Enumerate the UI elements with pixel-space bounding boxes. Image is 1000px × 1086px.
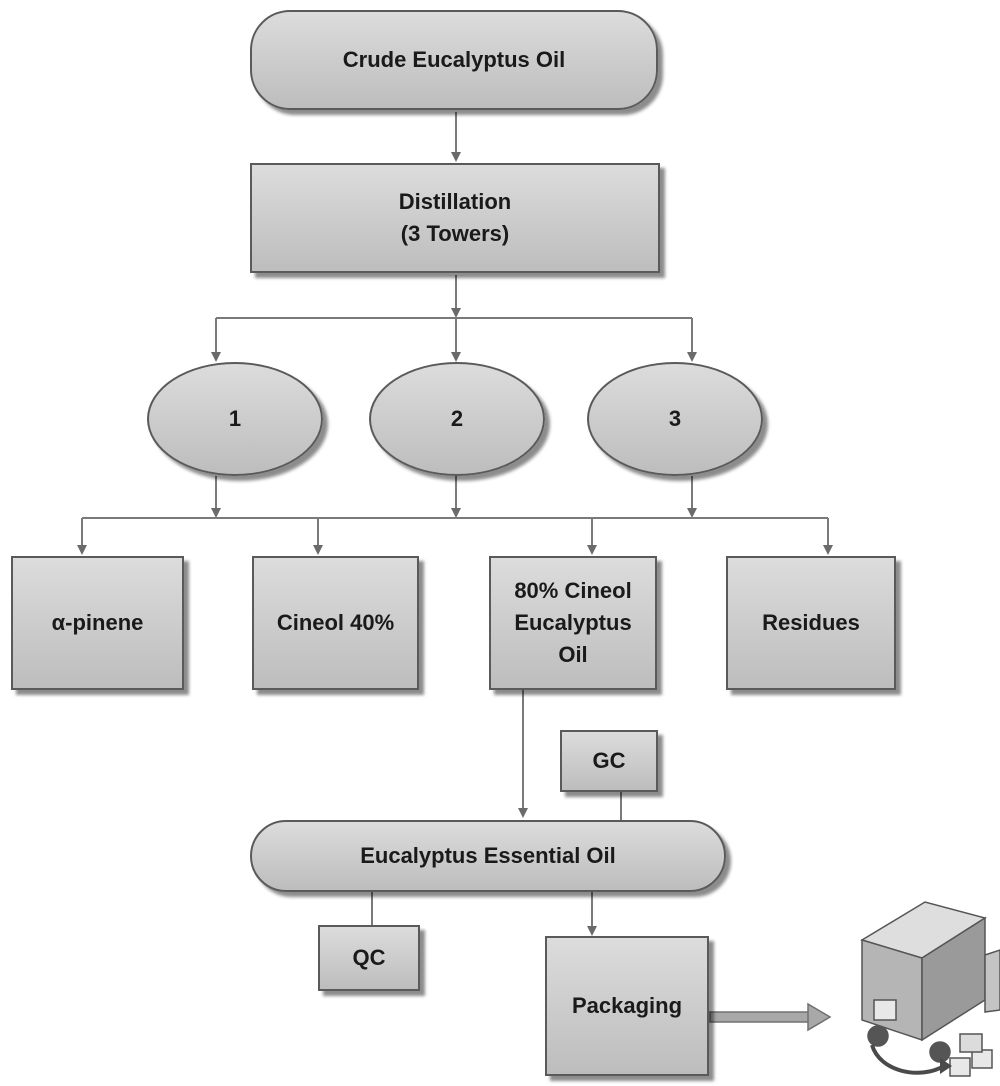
tower-2-node: 2 [369, 362, 545, 476]
alpha-pinene-node: α-pinene [11, 556, 184, 690]
tower-3-label: 3 [668, 406, 682, 432]
distillation-label: Distillation (3 Towers) [398, 189, 512, 246]
tower-1-label: 1 [228, 406, 242, 432]
tower-3-node: 3 [587, 362, 763, 476]
gc-label: GC [592, 748, 626, 774]
residues-label: Residues [762, 610, 860, 636]
gc-node: GC [560, 730, 658, 792]
qc-label: QC [352, 945, 386, 971]
distillation-node: Distillation (3 Towers) [250, 163, 660, 273]
cineol-80-label: 80% Cineol Eucalyptus Oil [514, 578, 632, 667]
arrow-packaging-to-delivery [709, 1002, 832, 1032]
cineol-40-node: Cineol 40% [252, 556, 419, 690]
packaging-node: Packaging [545, 936, 709, 1076]
qc-node: QC [318, 925, 420, 991]
essential-oil-label: Eucalyptus Essential Oil [360, 843, 616, 869]
tower-2-label: 2 [450, 406, 464, 432]
cineol-40-label: Cineol 40% [276, 610, 395, 636]
crude-oil-label: Crude Eucalyptus Oil [342, 47, 566, 73]
alpha-pinene-label: α-pinene [51, 610, 144, 636]
tower-1-node: 1 [147, 362, 323, 476]
packaging-label: Packaging [571, 993, 683, 1019]
essential-oil-node: Eucalyptus Essential Oil [250, 820, 726, 892]
residues-node: Residues [726, 556, 896, 690]
crude-oil-node: Crude Eucalyptus Oil [250, 10, 658, 110]
cineol-80-node: 80% Cineol Eucalyptus Oil [489, 556, 657, 690]
